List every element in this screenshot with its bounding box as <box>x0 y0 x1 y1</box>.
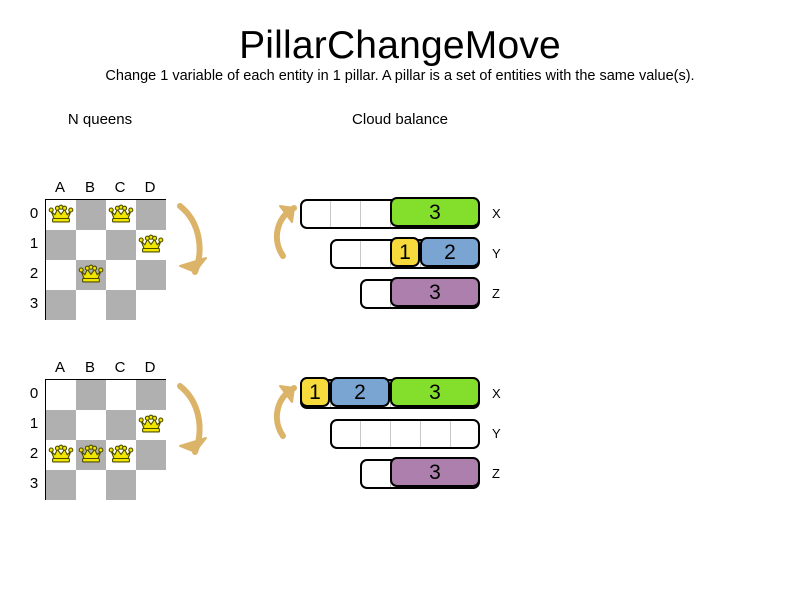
cloud-segment-z-before-1[interactable]: 3 <box>390 277 480 307</box>
column-label-a: A <box>54 179 65 196</box>
board-cell-b2[interactable] <box>76 440 106 470</box>
column-label-c: C <box>114 359 126 376</box>
board-cell-a2[interactable] <box>46 440 76 470</box>
cloud-bar-row-y-after: Y <box>330 419 510 449</box>
cloud-bar-label-z-before: Z <box>492 286 500 301</box>
board-cell-b2[interactable] <box>76 260 106 290</box>
board-cell-c3[interactable] <box>106 470 136 500</box>
cloud-segment-x-after-3[interactable]: 3 <box>390 377 480 407</box>
page-subtitle: Change 1 variable of each entity in 1 pi… <box>105 68 695 84</box>
board-cell-b0[interactable] <box>76 200 106 230</box>
board-column-labels: A B C D <box>45 358 165 378</box>
row-label-2: 2 <box>29 445 39 462</box>
board-cell-b3[interactable] <box>76 290 106 320</box>
board-cell-a2[interactable] <box>46 260 76 290</box>
board-cell-a3[interactable] <box>46 290 76 320</box>
board-cell-d0[interactable] <box>136 380 166 410</box>
section-heading-cloud: Cloud balance <box>352 111 448 128</box>
cloud-bar-label-x-before: X <box>492 206 501 221</box>
transition-arrow-up-cloud-bottom <box>273 385 297 439</box>
board-cell-a1[interactable] <box>46 410 76 440</box>
board-cell-d3[interactable] <box>136 290 166 320</box>
queen-icon <box>108 444 134 463</box>
row-label-1: 1 <box>29 415 39 432</box>
column-label-a: A <box>54 359 65 376</box>
board-cell-d2[interactable] <box>136 260 166 290</box>
row-label-3: 3 <box>29 295 39 312</box>
bar-grid <box>332 421 478 447</box>
board-cell-c1[interactable] <box>106 410 136 440</box>
queen-icon <box>78 264 104 283</box>
column-label-d: D <box>144 359 156 376</box>
cloud-segment-x-after-2[interactable]: 2 <box>330 377 390 407</box>
transition-arrow-down-nqueens-top <box>177 203 207 275</box>
queen-icon <box>138 234 164 253</box>
row-label-0: 0 <box>29 385 39 402</box>
cloud-bar-label-y-after: Y <box>492 426 501 441</box>
board-cell-b1[interactable] <box>76 230 106 260</box>
transition-arrow-up-cloud-top <box>273 205 297 259</box>
board-cell-b0[interactable] <box>76 380 106 410</box>
column-label-b: B <box>84 359 95 376</box>
column-label-c: C <box>114 179 126 196</box>
cloud-bar-label-y-before: Y <box>492 246 501 261</box>
cloud-segment-x-before-1[interactable]: 3 <box>390 197 480 227</box>
row-label-0: 0 <box>29 205 39 222</box>
queen-icon <box>108 204 134 223</box>
cloud-bar-label-z-after: Z <box>492 466 500 481</box>
board-column-labels: A B C D <box>45 178 165 198</box>
board-row-labels: 0 1 2 3 <box>25 379 43 499</box>
chessboard-grid-before <box>45 199 166 320</box>
column-label-b: B <box>84 179 95 196</box>
board-cell-a1[interactable] <box>46 230 76 260</box>
board-cell-d0[interactable] <box>136 200 166 230</box>
queen-icon <box>48 204 74 223</box>
board-cell-d1[interactable] <box>136 410 166 440</box>
chessboard-grid-after <box>45 379 166 500</box>
board-cell-d1[interactable] <box>136 230 166 260</box>
cloud-segment-x-after-1[interactable]: 1 <box>300 377 330 407</box>
queen-icon <box>48 444 74 463</box>
board-cell-c2[interactable] <box>106 440 136 470</box>
queen-icon <box>78 444 104 463</box>
cloud-bar-y-after[interactable] <box>330 419 480 449</box>
board-cell-b1[interactable] <box>76 410 106 440</box>
board-cell-c0[interactable] <box>106 200 136 230</box>
board-cell-a0[interactable] <box>46 200 76 230</box>
row-label-1: 1 <box>29 235 39 252</box>
cloud-segment-y-before-2[interactable]: 2 <box>420 237 480 267</box>
column-label-d: D <box>144 179 156 196</box>
board-cell-c3[interactable] <box>106 290 136 320</box>
page-title: PillarChangeMove <box>239 24 561 67</box>
cloud-segment-z-after-1[interactable]: 3 <box>390 457 480 487</box>
board-cell-d2[interactable] <box>136 440 166 470</box>
row-label-2: 2 <box>29 265 39 282</box>
board-cell-c0[interactable] <box>106 380 136 410</box>
board-cell-a0[interactable] <box>46 380 76 410</box>
row-label-3: 3 <box>29 475 39 492</box>
board-cell-b3[interactable] <box>76 470 106 500</box>
queen-icon <box>138 414 164 433</box>
cloud-segment-y-before-1[interactable]: 1 <box>390 237 420 267</box>
board-cell-c1[interactable] <box>106 230 136 260</box>
transition-arrow-down-nqueens-bottom <box>177 383 207 455</box>
section-heading-nqueens: N queens <box>67 111 133 128</box>
board-cell-c2[interactable] <box>106 260 136 290</box>
board-cell-d3[interactable] <box>136 470 166 500</box>
cloud-bar-label-x-after: X <box>492 386 501 401</box>
board-row-labels: 0 1 2 3 <box>25 199 43 319</box>
board-cell-a3[interactable] <box>46 470 76 500</box>
